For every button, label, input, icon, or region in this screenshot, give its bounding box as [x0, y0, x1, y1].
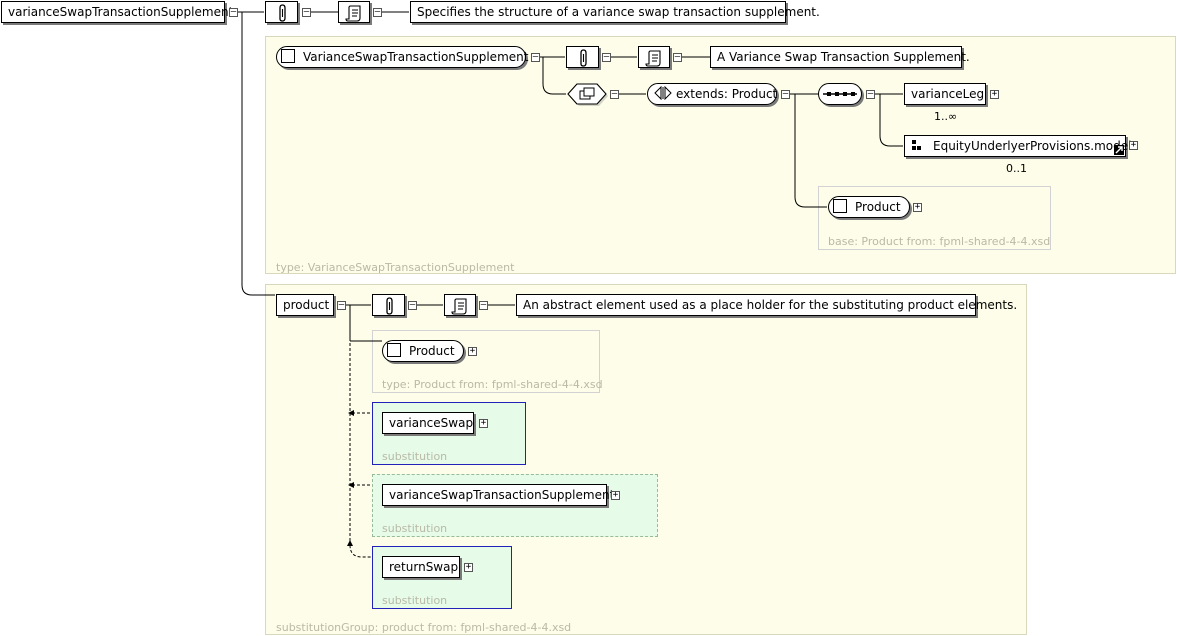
- annotation-node[interactable]: [372, 294, 405, 316]
- expand-toggle[interactable]: +: [464, 562, 473, 572]
- root-element-label: varianceSwapTransactionSupplement: [8, 5, 234, 19]
- paperclip-icon: [386, 297, 393, 315]
- base-type-node[interactable]: Product: [828, 196, 910, 218]
- collapse-toggle[interactable]: –: [602, 52, 611, 62]
- cardinality-label: 1..∞: [934, 110, 958, 123]
- extension-label: extends: Product: [676, 87, 778, 101]
- substitution-element-varianceSwapTransactionSupplement[interactable]: varianceSwapTransactionSupplement: [382, 484, 614, 506]
- annotation-node[interactable]: [265, 1, 298, 23]
- product-type-node[interactable]: Product: [382, 340, 464, 362]
- substitution-note: substitution: [382, 594, 448, 607]
- expand-toggle[interactable]: +: [468, 346, 477, 356]
- product-documentation-text: An abstract element used as a place hold…: [516, 294, 1017, 316]
- complex-content-icon: [567, 83, 608, 106]
- paperclip-icon: [279, 4, 286, 22]
- scroll-icon: [345, 5, 361, 22]
- complex-type-icon: [281, 49, 295, 63]
- type-documentation-text: A Variance Swap Transaction Supplement.: [710, 46, 970, 68]
- expand-toggle[interactable]: +: [990, 89, 999, 99]
- collapse-toggle[interactable]: –: [673, 52, 682, 62]
- root-element-node[interactable]: varianceSwapTransactionSupplement: [1, 1, 233, 23]
- substitution-note: substitution: [382, 522, 448, 535]
- child-element-varianceLeg[interactable]: varianceLeg: [904, 83, 986, 105]
- cardinality-label: 0..1: [1006, 162, 1027, 175]
- expand-toggle[interactable]: +: [611, 490, 620, 500]
- type-panel-footer: type: VarianceSwapTransactionSupplement: [276, 261, 515, 274]
- product-type-box: type: Product from: fpml-shared-4-4.xsd: [372, 330, 603, 393]
- group-ref-EquityUnderlyerProvisions[interactable]: EquityUnderlyerProvisions.model: [904, 135, 1131, 157]
- expand-toggle[interactable]: +: [479, 418, 488, 428]
- substitution-element-varianceSwap[interactable]: varianceSwap: [382, 412, 474, 434]
- extension-node[interactable]: extends: Product: [647, 83, 777, 105]
- expand-toggle[interactable]: +: [1129, 140, 1138, 150]
- root-documentation-text: Specifies the structure of a variance sw…: [410, 1, 820, 23]
- complex-type-node[interactable]: VarianceSwapTransactionSupplement: [276, 46, 529, 68]
- documentation-node[interactable]: [444, 294, 476, 316]
- complex-type-icon: [387, 343, 401, 357]
- complex-content-node[interactable]: [566, 83, 608, 106]
- collapse-toggle[interactable]: –: [302, 7, 311, 17]
- complex-type-icon: [833, 199, 847, 213]
- documentation-node[interactable]: [338, 1, 370, 23]
- expand-toggle[interactable]: +: [913, 202, 922, 212]
- collapse-toggle[interactable]: –: [781, 89, 790, 99]
- product-type-note: type: Product from: fpml-shared-4-4.xsd: [382, 378, 603, 391]
- collapse-toggle[interactable]: –: [408, 300, 417, 310]
- product-element-node[interactable]: product: [276, 294, 334, 316]
- substitution-note: substitution: [382, 450, 448, 463]
- collapse-toggle[interactable]: –: [229, 7, 238, 17]
- complex-type-label: VarianceSwapTransactionSupplement: [303, 50, 529, 64]
- substitution-element-returnSwap[interactable]: returnSwap: [382, 556, 460, 578]
- group-icon: [912, 140, 921, 150]
- base-type-note: base: Product from: fpml-shared-4-4.xsd: [828, 235, 1051, 248]
- paperclip-icon: [580, 49, 587, 67]
- collapse-toggle[interactable]: –: [337, 300, 346, 310]
- collapse-toggle[interactable]: –: [610, 89, 619, 99]
- reference-arrow-icon: [1114, 145, 1124, 155]
- annotation-node[interactable]: [566, 46, 599, 68]
- product-panel-footer: substitutionGroup: product from: fpml-sh…: [276, 621, 572, 634]
- extension-arrows-icon: [654, 85, 672, 101]
- scroll-icon: [451, 298, 467, 315]
- documentation-node[interactable]: [638, 46, 670, 68]
- sequence-dots-icon: [823, 92, 857, 96]
- collapse-toggle[interactable]: –: [531, 52, 540, 62]
- sequence-node[interactable]: [818, 83, 862, 105]
- scroll-icon: [645, 50, 661, 67]
- base-type-box: base: Product from: fpml-shared-4-4.xsd: [818, 186, 1051, 250]
- collapse-toggle[interactable]: –: [479, 300, 488, 310]
- collapse-toggle[interactable]: –: [373, 7, 382, 17]
- collapse-toggle[interactable]: –: [866, 89, 875, 99]
